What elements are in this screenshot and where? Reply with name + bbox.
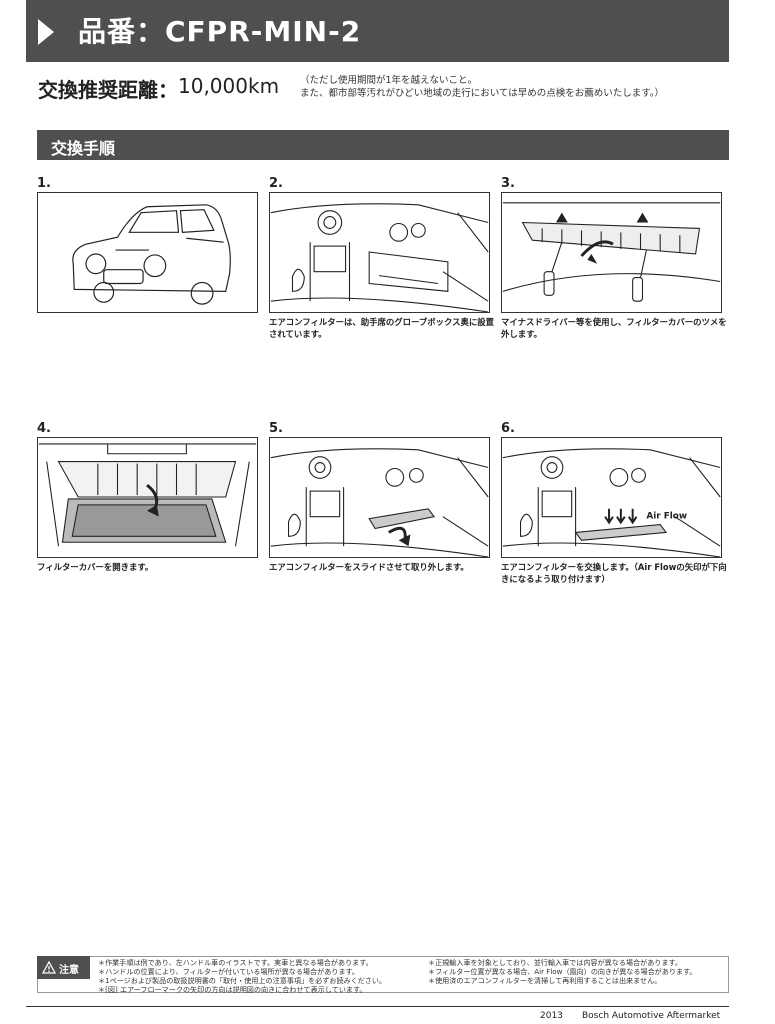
step-illustration <box>269 192 490 313</box>
interval-note-line: また、都市部等汚れがひどい地域の走行においては早めの点検をお薦めいたします。） <box>300 88 665 99</box>
step-illustration <box>37 192 258 313</box>
step-number: 2. <box>269 176 283 191</box>
page-header: 品番：CFPR-MIN-2 <box>26 0 729 62</box>
step-illustration <box>269 437 490 558</box>
step-number: 3. <box>501 176 515 191</box>
airflow-label: Air Flow <box>646 512 687 522</box>
car-illustration <box>72 204 231 305</box>
caution-note: ＊使用済のエアコンフィルターを清掃して再利用することは出来ません。 <box>428 976 662 985</box>
step-number: 1. <box>37 176 51 191</box>
step-caption: エアコンフィルターを交換します。（Air Flowの矢印が下向きになるよう取り付… <box>501 562 727 584</box>
interval-note-line: （ただし使用期間が1年を越えないこと。 <box>300 75 478 86</box>
step-number: 6. <box>501 421 515 436</box>
part-number-title: 品番：CFPR-MIN-2 <box>78 15 362 48</box>
play-arrow-icon <box>38 19 54 45</box>
step-illustration: Air Flow <box>501 437 722 558</box>
caution-note: ＊ハンドルの位置により、フィルターが付いている場所が異なる場合があります。 <box>98 967 359 976</box>
caution-note: ＊[図] エアーフローマークの矢印の方向は説明図の向きに合わせて表示しています。 <box>98 985 367 994</box>
step-caption: エアコンフィルターをスライドさせて取り外します。 <box>269 562 469 572</box>
footer-rule <box>26 1006 729 1007</box>
footer-year: 2013 <box>540 1011 563 1021</box>
step-illustration <box>37 437 258 558</box>
install-filter-illustration: Air Flow <box>502 448 721 557</box>
caution-note: ＊作業手順は例であり、左ハンドル車のイラストです。実車と異なる場合があります。 <box>98 958 373 967</box>
warning-icon <box>42 961 56 974</box>
filter-cover-clip-illustration <box>502 202 721 302</box>
caution-note: ＊正規輸入車を対象としており、並行輸入車では内容が異なる場合があります。 <box>428 958 682 967</box>
section-title: 交換手順 <box>51 139 116 158</box>
step-caption: フィルターカバーを開きます。 <box>37 562 154 572</box>
step-caption: マイナスドライバー等を使用し、フィルターカバーのツメを外します。 <box>501 317 727 339</box>
footer-company: Bosch Automotive Aftermarket <box>582 1011 721 1021</box>
dashboard-illustration <box>270 203 489 312</box>
step-number: 4. <box>37 421 51 436</box>
slide-out-filter-illustration <box>270 448 489 557</box>
interval-value: 10,000km <box>178 74 280 98</box>
caution-notes-left: ＊作業手順は例であり、左ハンドル車のイラストです。実車と異なる場合があります。 … <box>98 958 386 994</box>
caution-notes-right: ＊正規輸入車を対象としており、並行輸入車では内容が異なる場合があります。 ＊フィ… <box>428 958 697 985</box>
caution-note: ＊1ページおよび製品の取扱説明書の「取付・使用上の注意事項」を必ずお読みください… <box>98 976 387 985</box>
caution-badge: 注意 <box>37 956 90 979</box>
step-number: 5. <box>269 421 283 436</box>
section-bar: 交換手順 <box>37 130 729 160</box>
open-cover-illustration <box>38 443 257 547</box>
caution-note: ＊フィルター位置が異なる場合、Air Flow（風向）の向きが異なる場合がありま… <box>428 967 697 976</box>
step-illustration <box>501 192 722 313</box>
interval-label: 交換推奨距離： <box>38 78 178 102</box>
interval-note: （ただし使用期間が1年を越えないこと。 また、都市部等汚れがひどい地域の走行にお… <box>300 74 664 100</box>
caution-label: 注意 <box>59 965 79 976</box>
step-caption: エアコンフィルターは、助手席のグローブボックス奥に設置されています。 <box>269 317 494 339</box>
